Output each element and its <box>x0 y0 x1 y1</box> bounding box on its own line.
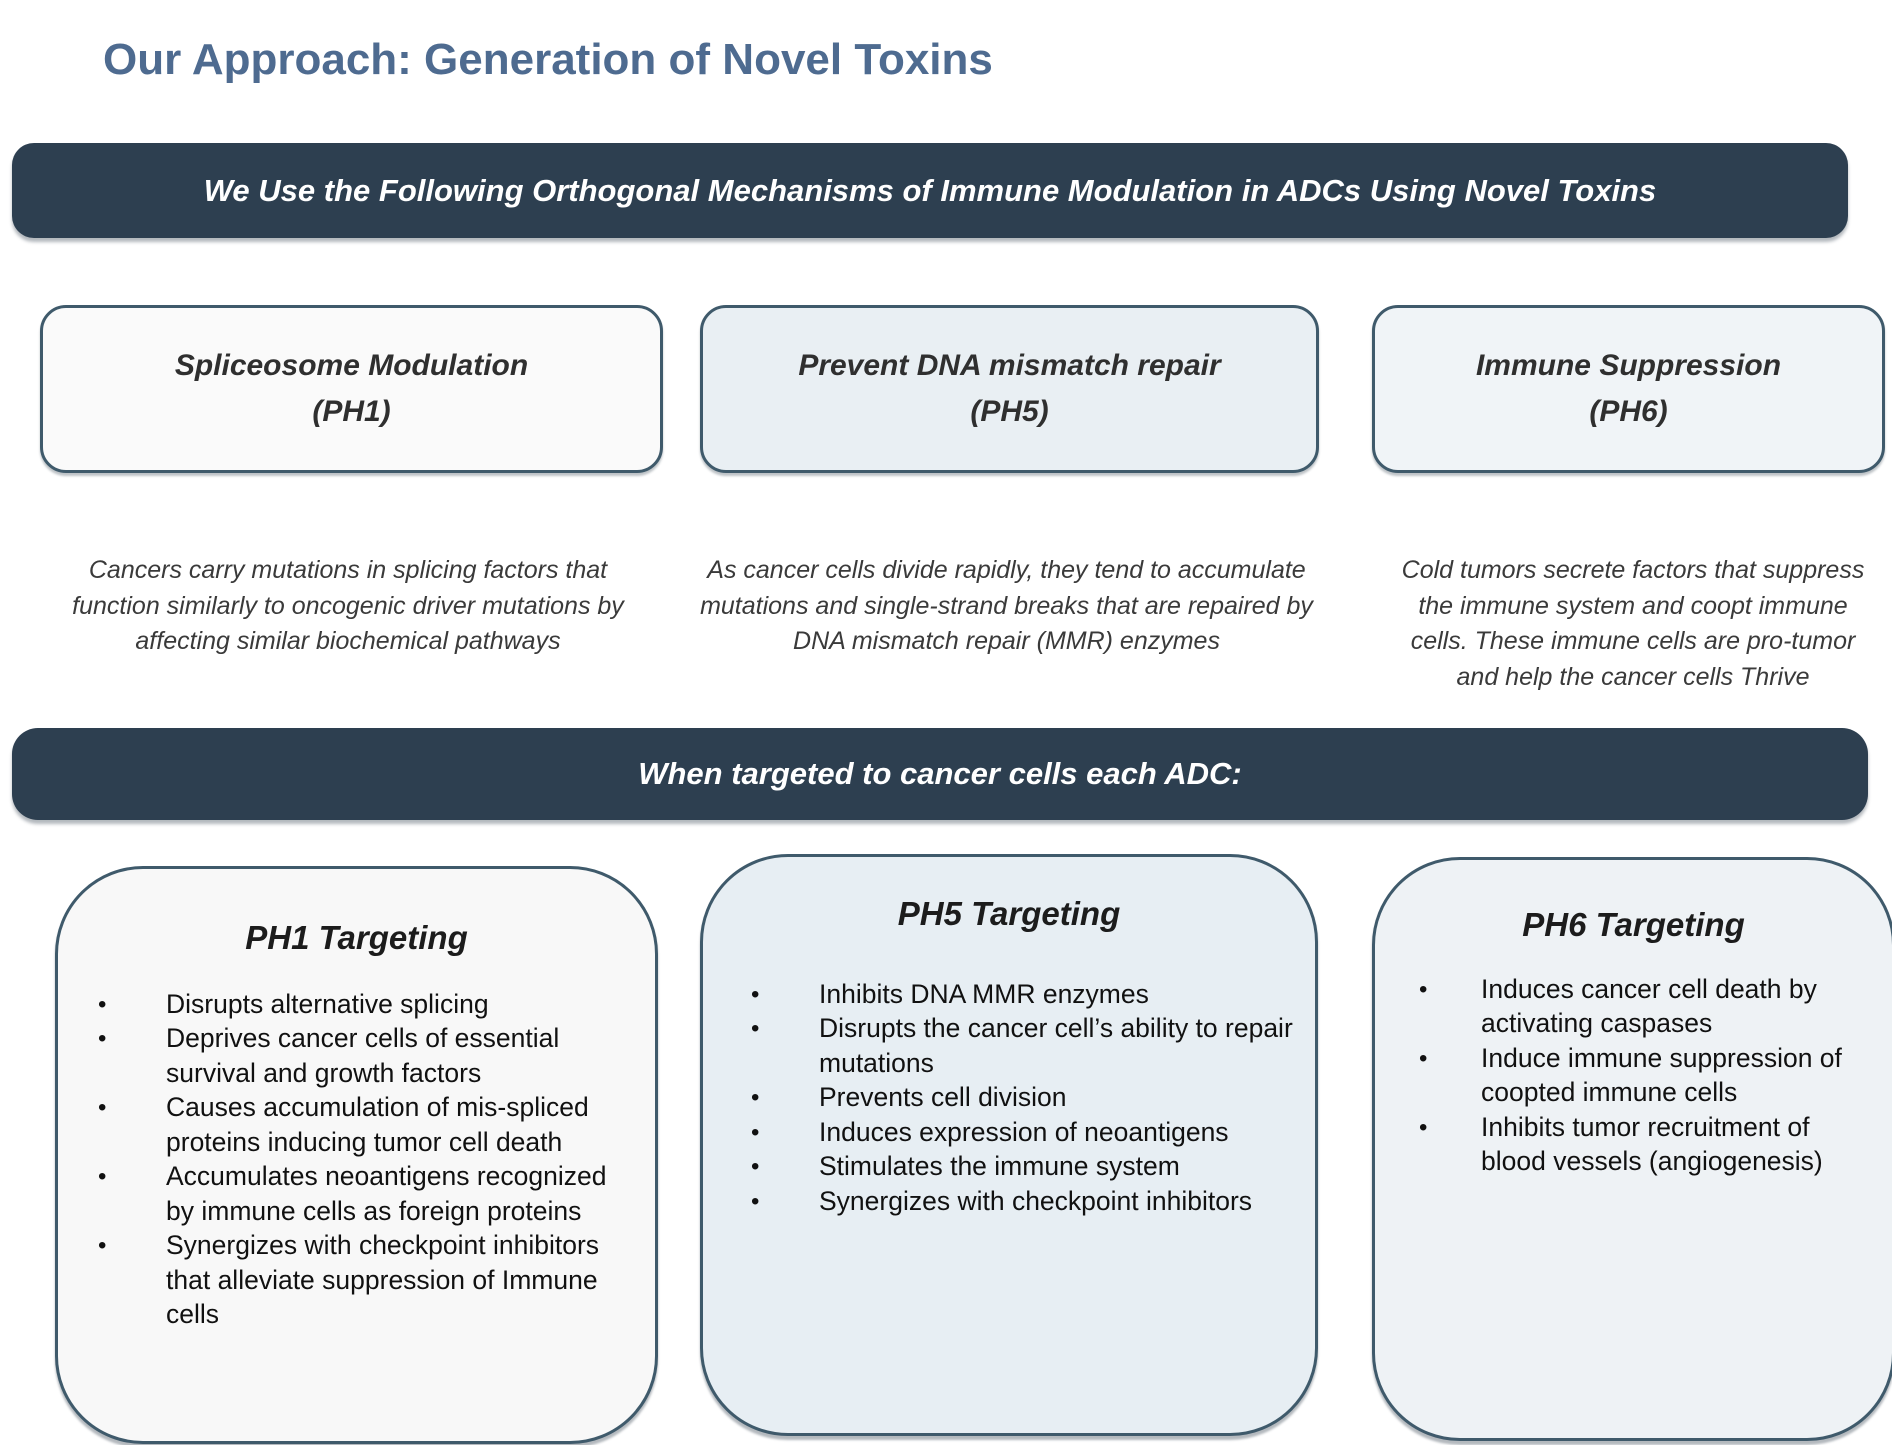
bullet-icon: • <box>1419 976 1428 1003</box>
mechanism-description-ph6: Cold tumors secrete factors that suppres… <box>1401 556 1865 691</box>
mechanism-box-ph6: Immune Suppression (PH6) <box>1372 305 1885 473</box>
middle-banner-text: When targeted to cancer cells each ADC: <box>638 756 1242 791</box>
bullet-label: Inhibits DNA MMR enzymes <box>819 979 1149 1009</box>
bullet-icon: • <box>98 1094 107 1122</box>
targeting-box-ph5-title: PH5 Targeting <box>897 895 1121 932</box>
bullet-label: Stimulates the immune system <box>819 1151 1180 1182</box>
list-item: • Accumulates neoantigens recognized by i… <box>98 1159 655 1228</box>
list-item: • Induce immune suppression of coopted im… <box>1419 1041 1892 1110</box>
mechanism-ph6-name: Immune Suppression <box>1475 348 1782 382</box>
bullet-label: Accumulates neoantigens recognized by im… <box>166 1161 607 1226</box>
targeting-box-ph5-bullets: • Inhibits DNA MMR enzymes • Disrupts the … <box>703 977 1315 1218</box>
mechanism-box-ph6-title: Immune Suppression (PH6) <box>1476 343 1781 436</box>
bullet-icon: • <box>98 1232 107 1260</box>
bullet-label: Causes accumulation of mis-spliced prote… <box>166 1092 589 1157</box>
list-item: • Synergizes with checkpoint inhibitors <box>751 1184 1315 1218</box>
list-item: • Causes accumulation of mis-spliced prot… <box>98 1090 655 1159</box>
bullet-icon: • <box>751 1153 760 1181</box>
mechanism-box-ph5: Prevent DNA mismatch repair (PH5) <box>700 305 1319 473</box>
targeting-box-ph6: PH6 Targeting • Induces cancer cell death… <box>1372 857 1892 1441</box>
mechanism-ph1-code: (PH1) <box>312 395 391 428</box>
targeting-box-ph6-title: PH6 Targeting <box>1522 906 1745 943</box>
bullet-icon: • <box>751 1118 760 1146</box>
list-item: • Inhibits tumor recruitment of blood ves… <box>1419 1110 1892 1179</box>
list-item: • Disrupts the cancer cell’s ability to r… <box>751 1011 1315 1080</box>
list-item: • Induces cancer cell death by activating… <box>1419 972 1892 1041</box>
bullet-icon: • <box>751 1015 760 1043</box>
top-banner-text: We Use the Following Orthogonal Mechanis… <box>203 172 1657 208</box>
bullet-label: Synergizes with checkpoint inhibitors th… <box>166 1230 600 1329</box>
bullet-icon: • <box>98 1163 107 1191</box>
page-title: Our Approach: Generation of Novel Toxins <box>103 35 993 85</box>
list-item: • Inhibits DNA MMR enzymes <box>751 977 1315 1011</box>
bullet-icon: • <box>98 991 107 1018</box>
mechanism-ph5-code: (PH5) <box>970 395 1049 428</box>
bullet-label: Prevents cell division <box>819 1082 1067 1113</box>
targeting-box-ph6-bullets: • Induces cancer cell death by activating… <box>1375 972 1892 1179</box>
bullet-label: Induce immune suppression of coopted imm… <box>1481 1042 1842 1108</box>
bullet-label: Deprives cancer cells of essential survi… <box>166 1023 560 1088</box>
list-item: • Prevents cell division <box>751 1080 1315 1114</box>
bullet-label: Disrupts the cancer cell’s ability to re… <box>819 1013 1293 1078</box>
list-item: • Induces expression of neoantigens <box>751 1115 1315 1149</box>
targeting-box-ph1-bullets: • Disrupts alternative splicing • Deprives… <box>58 987 655 1331</box>
list-item: • Stimulates the immune system <box>751 1149 1315 1183</box>
mechanism-box-ph1-title: Spliceosome Modulation (PH1) <box>175 343 528 436</box>
bullet-icon: • <box>751 1187 760 1215</box>
mechanism-box-ph5-title: Prevent DNA mismatch repair (PH5) <box>798 343 1220 436</box>
bullet-label: Inhibits tumor recruitment of blood vess… <box>1481 1111 1823 1177</box>
bullet-icon: • <box>98 1025 107 1053</box>
bullet-label: Induces expression of neoantigens <box>819 1116 1229 1147</box>
top-banner: We Use the Following Orthogonal Mechanis… <box>12 143 1848 238</box>
mechanism-description-ph1: Cancers carry mutations in splicing fact… <box>72 556 624 655</box>
targeting-box-ph5: PH5 Targeting • Inhibits DNA MMR enzymes … <box>700 854 1318 1436</box>
targeting-box-ph1: PH1 Targeting • Disrupts alternative spli… <box>55 866 658 1444</box>
bullet-label: Synergizes with checkpoint inhibitors <box>819 1185 1253 1216</box>
list-item: • Synergizes with checkpoint inhibitors t… <box>98 1228 655 1331</box>
mechanism-ph1-name: Spliceosome Modulation <box>174 348 529 382</box>
bullet-label: Disrupts alternative splicing <box>166 989 489 1019</box>
mechanism-ph6-code: (PH6) <box>1589 395 1668 428</box>
mechanism-box-ph1: Spliceosome Modulation (PH1) <box>40 305 663 473</box>
middle-banner: When targeted to cancer cells each ADC: <box>12 728 1868 820</box>
bullet-icon: • <box>751 981 760 1008</box>
bullet-icon: • <box>1419 1113 1428 1141</box>
mechanism-description-ph5: As cancer cells divide rapidly, they ten… <box>700 556 1313 655</box>
targeting-box-ph1-title: PH1 Targeting <box>245 919 468 956</box>
bullet-label: Induces cancer cell death by activating … <box>1481 974 1817 1039</box>
list-item: • Deprives cancer cells of essential surv… <box>98 1021 655 1090</box>
mechanism-ph5-name: Prevent DNA mismatch repair <box>798 348 1221 382</box>
bullet-icon: • <box>1419 1044 1428 1072</box>
list-item: • Disrupts alternative splicing <box>98 987 655 1021</box>
bullet-icon: • <box>751 1084 760 1112</box>
